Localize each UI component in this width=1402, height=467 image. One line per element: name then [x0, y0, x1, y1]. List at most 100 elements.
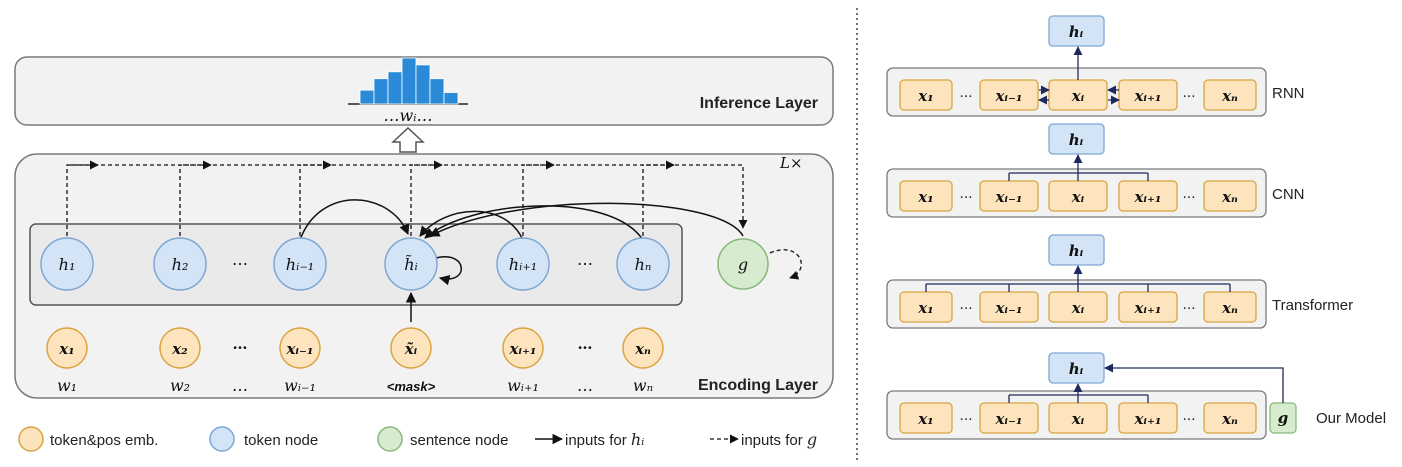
panel-name: CNN [1272, 186, 1305, 203]
x-token-label: xᵢ [1071, 188, 1085, 206]
embedding-node [502, 327, 544, 369]
ellipsis: … [960, 86, 973, 101]
histogram-bar [373, 78, 389, 105]
left-diagram: …wᵢ… Inference Layer L× Encoding Layer [14, 56, 834, 399]
legend-token-pos-label: token&pos emb. [50, 432, 158, 449]
panel-rnn: hᵢ x₁ xᵢ₋₁ xᵢ xᵢ₊₁ xₙ … … RNN [886, 15, 1305, 117]
token-node-label: h₂ [172, 255, 189, 274]
embedding-node-label: x̃ᵢ [404, 340, 418, 358]
x-token-label: x₁ [917, 188, 934, 206]
x-token [1203, 180, 1257, 212]
embedding-node-label: x₁ [58, 340, 75, 358]
ellipsis: … [1183, 298, 1196, 313]
legend-inputs-h-label: inputs for hᵢ [565, 430, 644, 449]
ellipsis: … [1183, 409, 1196, 424]
x-token [899, 180, 953, 212]
x-token-label: xᵢ [1071, 299, 1085, 317]
x-token-label: xᵢ₊₁ [1133, 87, 1161, 105]
embedding-node-label: … [233, 335, 248, 353]
repeat-label: L× [779, 154, 803, 172]
token-node [384, 237, 438, 291]
histogram-bar [443, 92, 459, 105]
token-node-label: hᵢ₊₁ [509, 255, 537, 274]
histogram-bar [359, 89, 375, 105]
x-token-label: xᵢ₊₁ [1133, 299, 1161, 317]
embedding-node-label: xₙ [634, 340, 651, 358]
inference-layer-label: Inference Layer [700, 95, 818, 112]
h-node-label: hᵢ [1069, 23, 1084, 41]
h-node-label: hᵢ [1069, 242, 1084, 260]
encoding-layer-label: Encoding Layer [698, 377, 818, 394]
h-node [1048, 352, 1105, 384]
legend-inputs-g-label: inputs for g [741, 430, 817, 449]
x-token-label: xₙ [1221, 87, 1238, 105]
word-label: w₂ [170, 376, 190, 395]
x-token-label: xᵢ₋₁ [994, 188, 1022, 206]
word-label: <mask> [387, 379, 436, 394]
histogram-bar [415, 64, 431, 105]
x-token-label: x₁ [917, 299, 934, 317]
x-token-label: xᵢ₊₁ [1133, 410, 1161, 428]
x-token-label: xᵢ [1071, 410, 1085, 428]
token-node [496, 237, 550, 291]
inference-word: …wᵢ… [384, 106, 433, 125]
word-label: … [232, 376, 248, 395]
x-token-label: x₁ [917, 87, 934, 105]
x-token [1203, 402, 1257, 434]
token-node [616, 237, 670, 291]
ellipsis: … [1183, 86, 1196, 101]
x-token-label: xₙ [1221, 188, 1238, 206]
x-token-label: xᵢ₋₁ [994, 299, 1022, 317]
ellipsis: … [960, 187, 973, 202]
token-node-label: h̃ᵢ [404, 255, 418, 274]
legend-token-node-swatch [209, 426, 235, 452]
token-node-label: … [577, 250, 593, 269]
solid-h-edges [299, 199, 744, 322]
ellipsis: … [1183, 187, 1196, 202]
h-node [1048, 15, 1105, 47]
g-node-label: g [1278, 409, 1289, 427]
token-node [273, 237, 327, 291]
embedding-node-label: xᵢ₊₁ [508, 340, 536, 358]
token-node [153, 237, 207, 291]
x-token [1203, 79, 1257, 111]
embedding-node-label: x₂ [171, 340, 188, 358]
ellipsis: … [960, 409, 973, 424]
sentence-node-g [717, 238, 769, 290]
legend-token-pos-swatch [18, 426, 44, 452]
x-token-label: xᵢ₋₁ [994, 87, 1022, 105]
embedding-node [46, 327, 88, 369]
x-token [1118, 79, 1178, 111]
architecture-comparison: hᵢ x₁ xᵢ₋₁ xᵢ xᵢ₊₁ xₙ … … RNN hᵢ x₁ xᵢ₋₁ xᵢ xᵢ₊₁ xₙ … … C… [886, 15, 1386, 440]
x-token-label: xᵢ [1071, 87, 1085, 105]
embedding-node-label: xᵢ₋₁ [285, 340, 313, 358]
embedding-node [390, 327, 432, 369]
histogram-bar [429, 78, 445, 105]
word-label: … [577, 376, 593, 395]
panel-name: Our Model [1316, 410, 1386, 427]
h-node [1048, 123, 1105, 155]
panel-name: RNN [1272, 85, 1305, 102]
token-node-label: hᵢ₋₁ [286, 255, 314, 274]
probability-histogram [348, 57, 468, 105]
word-label: wᵢ₊₁ [507, 376, 539, 395]
x-token-label: x₁ [917, 410, 934, 428]
x-token-label: xᵢ₋₁ [994, 410, 1022, 428]
ellipsis: … [960, 298, 973, 313]
histogram-bar [401, 57, 417, 105]
dashed-g-edges [66, 160, 802, 280]
embedding-node [622, 327, 664, 369]
layer-up-arrow [391, 126, 425, 153]
embedding-node [279, 327, 321, 369]
word-label: w₁ [57, 376, 77, 395]
x-token-label: xᵢ₊₁ [1133, 188, 1161, 206]
x-token-label: xₙ [1221, 299, 1238, 317]
x-token-label: xₙ [1221, 410, 1238, 428]
h-node [1048, 234, 1105, 266]
